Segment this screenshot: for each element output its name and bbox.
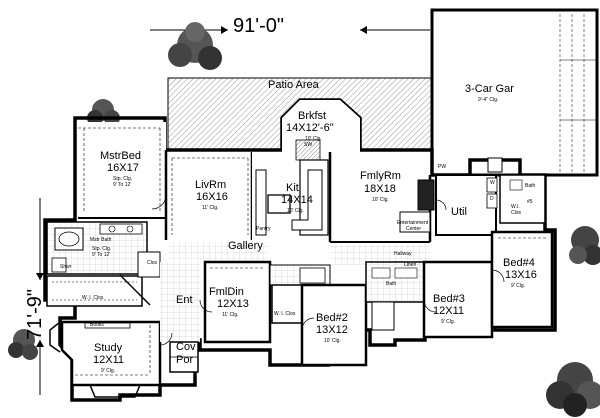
hallway-floor (330, 245, 430, 265)
bed3-label: Bed#3 (433, 293, 465, 305)
bed2-size: 13X12 (316, 324, 348, 336)
bed2-room (269, 264, 368, 367)
fmldin-room (203, 260, 272, 344)
fmldin-label: FmlDin (209, 286, 244, 298)
mstrbed-size: 16X17 (107, 162, 139, 174)
washer-label: W (490, 180, 495, 186)
garage-label: 3-Car Gar (465, 83, 514, 95)
hallway-label: Hallway (394, 251, 412, 257)
fmlyrm-label: FmlyRm (360, 170, 401, 182)
entertainment-label-1: Entertainment (397, 220, 429, 226)
clos-util-label: Clos (511, 210, 522, 216)
fmlyrm-ceiling: 10' Clg. (372, 197, 389, 203)
fmlyrm-size: 18X18 (364, 183, 396, 195)
livrm-floor (168, 152, 252, 240)
clos-label: Clos (147, 260, 158, 266)
mstrbed-ceiling-2: 9' To 12' (113, 182, 132, 188)
fmldin-ceiling: 11' Clg. (222, 312, 239, 318)
study-bay-window (49, 321, 61, 353)
dryer-label: D (490, 196, 494, 202)
livrm-ceiling: 11' Clg. (202, 205, 219, 211)
brkfst-size: 14X12'-6" (286, 122, 334, 134)
wi-clos-master-label: W. I. Clos (82, 295, 104, 301)
gallery-floor (168, 242, 268, 260)
master-bath (46, 221, 148, 275)
utility-room (435, 157, 546, 236)
bath-util-label: Bath (525, 183, 536, 189)
shwr-label: Shwr (60, 264, 72, 270)
covpor-label-2: Por (176, 354, 194, 366)
shrub-bottom-right (546, 362, 600, 417)
mstbath-ceiling-2: 9' To 12' (92, 252, 111, 258)
mstbath-label: Mstr Bath (90, 237, 112, 243)
study-size: 12X11 (93, 354, 124, 366)
brkfst-label: Brkfst (298, 110, 327, 122)
fmldin-size: 12X13 (217, 298, 249, 310)
books-label: Books (90, 322, 104, 328)
ent-label: Ent (176, 294, 193, 306)
sw-label: SW (304, 142, 313, 148)
bed4-label: Bed#4 (503, 257, 535, 269)
depth-dimension-line (36, 198, 44, 395)
shrub-bottom-left (8, 329, 38, 360)
patio-label: Patio Area (268, 79, 319, 91)
bed4-size: 13X16 (505, 269, 537, 281)
garage-ceiling: 9'-4" Clg. (478, 97, 499, 103)
kit-ceiling: 10' Clg. (287, 208, 304, 214)
kitchen-area (252, 100, 360, 240)
mstrbed-label: MstrBed (100, 150, 141, 162)
garage (430, 8, 599, 177)
mstbath-ceiling-1: Stp. Clg. (92, 246, 112, 252)
entertainment-center (399, 211, 431, 233)
bed3-area (365, 260, 494, 339)
covpor-label-1: Cov (176, 341, 196, 353)
pantry-label: Pantry (256, 226, 271, 232)
bath-label: Bath (386, 281, 397, 287)
wi-util-label: W.I. (511, 204, 520, 210)
shrub-top-left (168, 22, 222, 70)
livrm-size: 16X16 (196, 191, 228, 203)
bed2-label: Bed#2 (316, 312, 348, 324)
bed4-ceiling: 9' Clg. (511, 283, 526, 289)
bed4-room (490, 230, 554, 329)
livrm-label: LivRm (195, 179, 227, 191)
wi-clos-bed2-label: W. I. Clos (274, 311, 296, 317)
kit-label: Kit (286, 182, 299, 194)
width-dimension-label: 91'-0" (233, 15, 284, 37)
kit-size: 14X14 (281, 194, 313, 206)
linen-label: Linen (404, 262, 417, 268)
fireplace (417, 179, 435, 211)
bed2-ceiling: 10' Clg. (324, 338, 341, 344)
depth-dimension-label: 71'-9" (24, 289, 46, 340)
entry-floor (160, 262, 200, 342)
gallery-label: Gallery (228, 240, 263, 252)
mstrbed-floor (78, 122, 166, 218)
stor-label: #5 (527, 199, 533, 205)
mstrbed-ceiling-1: Stp. Clg. (113, 176, 133, 182)
util-label: Util (451, 206, 467, 218)
door-swings (151, 194, 505, 346)
study-ceiling: 9' Clg. (101, 368, 116, 374)
study-label: Study (94, 342, 123, 354)
pw-label: PW (438, 164, 447, 170)
brkfst-ceiling: 10' Clg. (305, 136, 322, 142)
shrub-right (569, 226, 600, 265)
shrub-left (87, 99, 120, 126)
entertainment-label-2: Center (406, 226, 422, 232)
bed3-size: 12X11 (433, 305, 464, 317)
master-wi-closet (46, 275, 143, 307)
bed3-ceiling: 9' Clg. (441, 319, 456, 325)
